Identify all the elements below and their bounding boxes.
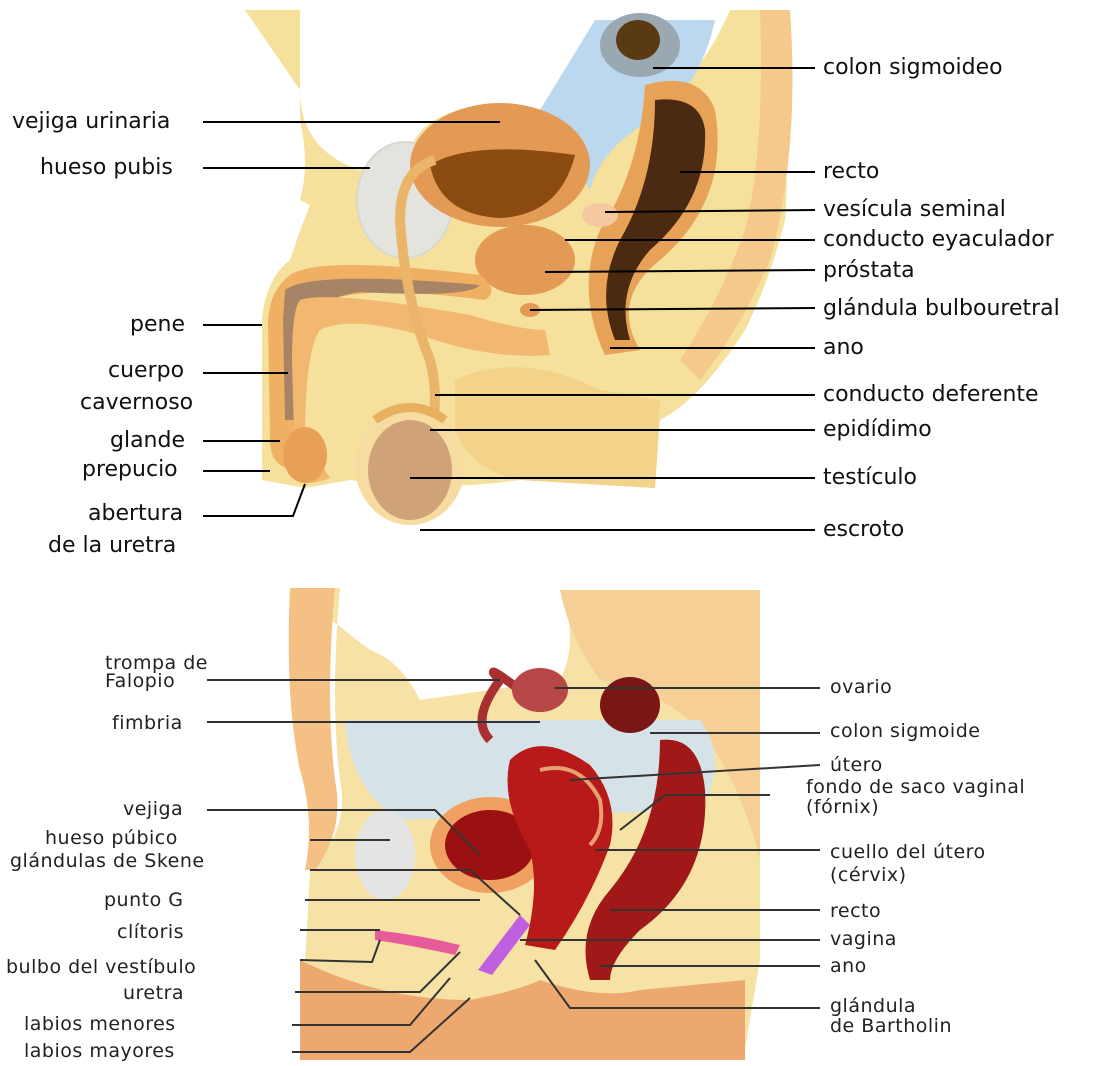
label-colon-sigmoideo: colon sigmoideo bbox=[823, 57, 1003, 79]
label-prostata: próstata bbox=[823, 260, 915, 282]
label-uretra: uretra bbox=[123, 984, 184, 1003]
label-vejiga: vejiga bbox=[123, 800, 183, 819]
label-vagina: vagina bbox=[830, 930, 897, 949]
label-conducto-deferente: conducto deferente bbox=[823, 384, 1039, 406]
label-colon-sigmoide: colon sigmoide bbox=[830, 722, 980, 741]
label-utero: útero bbox=[830, 756, 883, 775]
label-glandulas-de-skene: glándulas de Skene bbox=[10, 852, 205, 871]
label-clitoris: clítoris bbox=[117, 923, 184, 942]
label-labios-mayores: labios mayores bbox=[24, 1042, 175, 1061]
label-glande: glande bbox=[110, 430, 185, 452]
label-hueso-pubico: hueso púbico bbox=[45, 829, 178, 848]
testis bbox=[368, 420, 452, 520]
label-abertura: abertura bbox=[88, 503, 183, 525]
label-fornix: (fórnix) bbox=[806, 798, 879, 817]
glans bbox=[283, 427, 327, 483]
label-glandula: glándula bbox=[830, 997, 916, 1016]
label-labios-menores: labios menores bbox=[24, 1015, 176, 1034]
female-pubic-bone bbox=[355, 810, 415, 900]
label-cuerpo: cuerpo bbox=[108, 360, 184, 382]
label-fondo-de-saco: fondo de saco vaginal bbox=[806, 778, 1025, 797]
label-hueso-pubis: hueso pubis bbox=[40, 157, 173, 179]
label-vesicula-seminal: vesícula seminal bbox=[823, 199, 1006, 221]
female-anatomy bbox=[207, 588, 820, 1060]
female-front-band bbox=[289, 588, 338, 870]
label-ano-f: ano bbox=[830, 957, 867, 976]
label-conducto-eyaculador: conducto eyaculador bbox=[823, 229, 1054, 251]
label-bulbo-del-vestibulo: bulbo del vestíbulo bbox=[6, 958, 196, 977]
label-escroto: escroto bbox=[823, 519, 904, 541]
label-fimbria: fimbria bbox=[112, 714, 183, 733]
label-recto-f: recto bbox=[830, 902, 881, 921]
prostate bbox=[475, 225, 575, 295]
label-de-bartholin: de Bartholin bbox=[830, 1017, 952, 1036]
label-punto-g: punto G bbox=[104, 891, 183, 910]
label-pene: pene bbox=[130, 314, 185, 336]
ovary bbox=[512, 668, 568, 712]
label-vejiga-urinaria: vejiga urinaria bbox=[12, 111, 170, 133]
label-epididimo: epidídimo bbox=[823, 419, 932, 441]
label-de-la-uretra: de la uretra bbox=[48, 535, 176, 557]
label-testiculo: testículo bbox=[823, 467, 917, 489]
label-ano: ano bbox=[823, 337, 864, 359]
label-prepucio: prepucio bbox=[82, 459, 178, 481]
label-glandula-bulbouretral: glándula bulbouretral bbox=[823, 298, 1060, 320]
label-cavernoso: cavernoso bbox=[80, 392, 193, 414]
male-anatomy bbox=[203, 10, 815, 530]
seminal-vesicle bbox=[582, 203, 618, 227]
label-cervix: (cérvix) bbox=[830, 866, 907, 885]
label-ovario: ovario bbox=[830, 678, 892, 697]
label-recto: recto bbox=[823, 161, 879, 183]
label-falopio: Falopio bbox=[105, 672, 175, 691]
label-cuello-del-utero: cuello del útero bbox=[830, 843, 986, 862]
female-sigmoid-colon bbox=[600, 677, 660, 733]
